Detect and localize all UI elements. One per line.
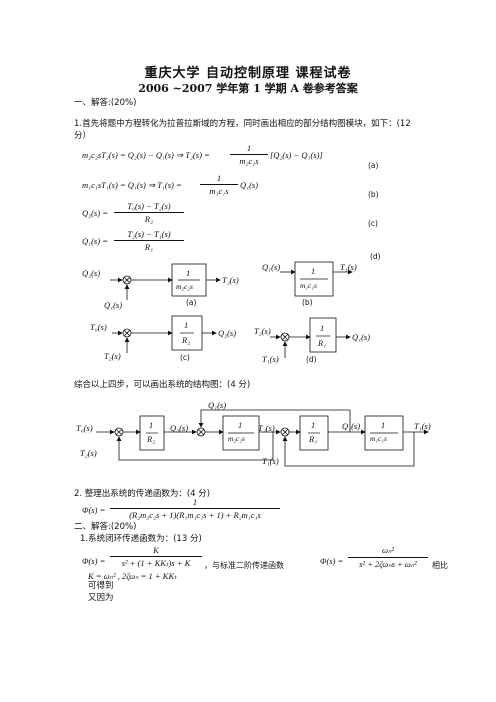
diag-b-tag: (b) xyxy=(302,298,313,307)
eq-a-fraction: 1 m₂c₂s xyxy=(230,143,268,166)
sys-q1: Q₁(s) xyxy=(342,421,361,431)
std-fraction: ωₙ² s² + 2ζωₙs + ωₙ² xyxy=(348,545,428,570)
eq-b-tag: (b) xyxy=(368,190,379,199)
diag-a-tag: (a) xyxy=(186,298,197,307)
result-prefix: 可得到 xyxy=(88,581,114,591)
eq-a-den: m₂c₂s xyxy=(239,156,259,166)
sys-m2-num: 1 xyxy=(238,420,243,430)
sys-m2-den: m₂c₂s xyxy=(228,434,245,443)
diag-a-input: Q₂(s) xyxy=(82,268,101,278)
eq-c-den: R₂ xyxy=(144,214,154,224)
sys-r2-den: R₂ xyxy=(147,434,156,444)
phi-num: K xyxy=(153,545,159,555)
eq-d-den: R₁ xyxy=(144,242,154,252)
eq-d-lhs: Q₁(s) = xyxy=(82,236,108,246)
tf-lhs: Φ(s) = xyxy=(82,505,106,515)
diag-d-feedback: T₁(s) xyxy=(262,354,279,364)
diag-b-den: m₁c₁s xyxy=(300,281,317,290)
sys-m1-num: 1 xyxy=(381,420,386,430)
sys-t0: T₀(s) xyxy=(76,423,93,433)
also-because: 又因为 xyxy=(88,593,114,603)
eq-a-num: 1 xyxy=(246,143,252,153)
page-subtitle: 2006 ~2007 学年第 1 学期 A 卷参考答案 xyxy=(138,82,358,95)
eq-b-lhs: m₁c₁sT₁(s) = Q₁(s) ⇒ T₁(s) = xyxy=(82,180,182,190)
compare-mid: ，与标准二阶传递函数 xyxy=(204,561,284,570)
diag-a-num: 1 xyxy=(186,268,191,278)
diag-b-output: T₁(s) xyxy=(340,262,357,272)
eq-a-rhs: [Q₂(s) − Q₁(s)] xyxy=(270,150,323,160)
eq-c-tag: (c) xyxy=(368,219,378,228)
sys-r1-den: R₁ xyxy=(309,434,318,444)
diag-c-input: T₀(s) xyxy=(90,322,107,332)
eq-d-tag: (d) xyxy=(370,252,381,261)
sys-q2: Q₂(s) xyxy=(170,423,189,433)
phi-fraction: K s² + (1 + KKₜ)s + K xyxy=(110,545,202,569)
eq-a-tag: (a) xyxy=(368,161,379,170)
eq-d-fraction: T₂(s) − T₁(s) R₁ xyxy=(114,229,184,252)
diag-a-feedback: Q₁(s) xyxy=(104,300,123,310)
diag-b-input: Q₁(s) xyxy=(262,262,281,272)
sys-m1-den: m₁c₁s xyxy=(370,434,387,443)
eq-b-fraction: 1 m₁c₁s xyxy=(200,173,238,196)
tf-fraction: 1 (R₂m₂c₂s + 1)(R₁m₁c₁s + 1) + R₂m₁c₁s xyxy=(110,497,280,520)
std-den: s² + 2ζωₙs + ωₙ² xyxy=(359,559,417,569)
diag-c-output: Q₂(s) xyxy=(218,328,237,338)
sys-t1-bottom: T₁(s) xyxy=(262,456,279,466)
diag-d-output: Q₁(s) xyxy=(352,332,371,342)
std-lhs: Φ(s) = xyxy=(320,556,344,566)
diag-c-den: R₂ xyxy=(182,335,191,345)
eq-a-lhs: m₂c₂sT₂(s) = Q₂(s) − Q₁(s) ⇒ T₂(s) = xyxy=(82,150,210,160)
result-equation: K = ωₙ² , 2ζωₙ = 1 + KKₜ xyxy=(88,571,177,581)
diag-b-num: 1 xyxy=(311,266,316,276)
tf-den: (R₂m₂c₂s + 1)(R₁m₁c₁s + 1) + R₂m₁c₁s xyxy=(129,510,261,520)
eq-c-lhs: Q₂(s) = xyxy=(82,208,108,218)
section1-intro-line2: 分） xyxy=(74,131,92,141)
system-summary: 综合以上四步，可以画出系统的结构图：(4 分) xyxy=(74,380,251,390)
phi-den: s² + (1 + KKₜ)s + K xyxy=(121,558,191,568)
diag-c-num: 1 xyxy=(184,320,189,330)
diag-d-input: T₂(s) xyxy=(254,326,271,336)
diag-c-feedback: T₂(s) xyxy=(104,351,121,361)
eq-c-num: T₀(s) − T₂(s) xyxy=(127,201,171,211)
sys-r2-num: 1 xyxy=(149,420,154,430)
sys-t2-bottom: T₂(s) xyxy=(80,448,97,458)
section1-intro-line1: 1.首先将题中方程转化为拉普拉斯域的方程，同时画出相应的部分结构图模块，如下：(… xyxy=(74,119,411,129)
eq-d-num: T₂(s) − T₁(s) xyxy=(127,229,171,239)
diag-c-tag: (c) xyxy=(180,353,190,362)
diag-a-den: m₂c₂s xyxy=(176,282,193,291)
section2-heading: 二、解答:(20%) xyxy=(74,522,137,532)
sys-r1-num: 1 xyxy=(311,420,316,430)
eq-b-rhs: Q₁(s) xyxy=(240,180,259,190)
diag-d-num: 1 xyxy=(320,323,325,333)
diag-d-tag: (d) xyxy=(306,355,317,364)
diag-a-output: T₂(s) xyxy=(222,275,239,285)
std-num: ωₙ² xyxy=(382,545,394,555)
sys-q1-top: Q₁(s) xyxy=(208,400,227,410)
sys-t1-out: T₁(s) xyxy=(414,421,431,431)
eq-b-den: m₁c₁s xyxy=(209,186,229,196)
phi-lhs: Φ(s) = xyxy=(82,556,106,566)
section1-heading: 一、解答:(20%) xyxy=(74,98,137,108)
part2-heading: 2. 整理出系统的传递函数为：(4 分) xyxy=(74,489,211,499)
sys-t2: T₂(s) xyxy=(258,423,275,433)
diag-d-den: R₁ xyxy=(318,338,327,348)
compare-end: 相比 xyxy=(432,561,448,570)
tf-num: 1 xyxy=(192,497,198,507)
page-title: 重庆大学 自动控制原理 课程试卷 xyxy=(144,66,352,81)
section2-line1: 1.系统闭环传递函数为：(13 分) xyxy=(80,534,202,544)
eq-c-fraction: T₀(s) − T₂(s) R₂ xyxy=(114,201,184,224)
eq-b-num: 1 xyxy=(216,173,222,183)
